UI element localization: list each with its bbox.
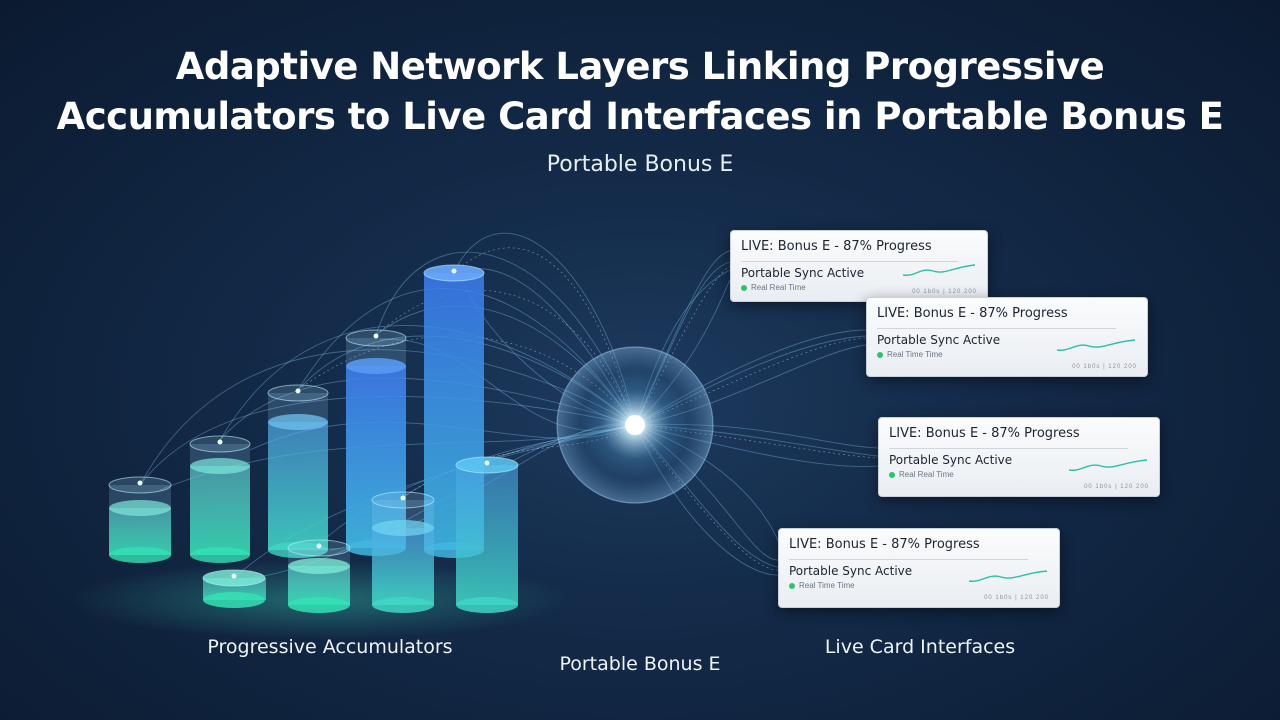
live-card: LIVE: Bonus E - 87% Progress Portable Sy… bbox=[778, 528, 1060, 608]
card-axis-ticks: 00 1b0s | 120 200 bbox=[984, 595, 1049, 601]
card-divider bbox=[741, 261, 959, 262]
live-card: LIVE: Bonus E - 87% Progress Portable Sy… bbox=[878, 417, 1160, 497]
live-cards-caption: Live Card Interfaces bbox=[824, 636, 1016, 658]
accumulators-caption: Progressive Accumulators bbox=[207, 636, 453, 658]
card-axis-ticks: 00 1b0s | 120 200 bbox=[1084, 484, 1149, 490]
accumulator-cylinder bbox=[202, 569, 266, 608]
accumulator-cylinders bbox=[108, 264, 519, 613]
hub-caption: Portable Bonus E bbox=[559, 653, 721, 675]
accumulator-cylinder bbox=[108, 476, 172, 563]
accumulator-cylinder bbox=[287, 539, 351, 613]
card-sync-label: Portable Sync Active bbox=[877, 333, 1001, 347]
card-header: LIVE: Bonus E - 87% Progress bbox=[741, 239, 932, 254]
card-sparkline bbox=[1069, 459, 1147, 471]
card-axis-ticks: 00 1b0s | 120 200 bbox=[1072, 364, 1137, 370]
card-sparkline bbox=[1057, 339, 1135, 351]
accumulator-cylinder bbox=[267, 384, 329, 558]
card-status-text: Real Real Time bbox=[751, 283, 806, 292]
card-header: LIVE: Bonus E - 87% Progress bbox=[789, 537, 980, 552]
status-dot bbox=[789, 582, 795, 589]
hub-orb bbox=[556, 346, 714, 504]
card-sparkline bbox=[903, 264, 975, 276]
status-dot bbox=[877, 351, 883, 358]
card-divider bbox=[877, 328, 1117, 329]
card-status-text: Real Real Time bbox=[899, 470, 954, 479]
card-sync-label: Portable Sync Active bbox=[889, 453, 1013, 467]
card-status: Real Real Time bbox=[889, 470, 1149, 479]
card-divider bbox=[889, 448, 1129, 449]
live-card: LIVE: Bonus E - 87% Progress Portable Sy… bbox=[866, 297, 1148, 377]
card-axis-ticks: 00 1b0s | 120 200 bbox=[912, 289, 977, 295]
title-line-1: Adaptive Network Layers Linking Progress… bbox=[175, 45, 1105, 88]
card-header: LIVE: Bonus E - 87% Progress bbox=[877, 306, 1068, 321]
hub-core bbox=[625, 415, 645, 435]
card-status-text: Real Time Time bbox=[799, 581, 855, 590]
accumulator-cylinder bbox=[455, 456, 519, 613]
status-dot bbox=[741, 284, 747, 291]
title-line-2: Accumulators to Live Card Interfaces in … bbox=[56, 95, 1224, 138]
accumulator-cylinder bbox=[371, 491, 435, 613]
card-sync-label: Portable Sync Active bbox=[741, 266, 865, 280]
card-status: Real Real Time bbox=[741, 283, 977, 292]
page-subtitle: Portable Bonus E bbox=[546, 152, 734, 177]
accumulator-cylinder bbox=[189, 435, 251, 563]
live-card: LIVE: Bonus E - 87% Progress Portable Sy… bbox=[730, 230, 988, 302]
connection-nodes bbox=[137, 268, 490, 579]
card-header: LIVE: Bonus E - 87% Progress bbox=[889, 426, 1080, 441]
card-status-text: Real Time Time bbox=[887, 350, 943, 359]
page-title: Adaptive Network Layers Linking Progress… bbox=[0, 42, 1280, 142]
card-status: Real Time Time bbox=[789, 581, 1049, 590]
card-sparkline bbox=[969, 570, 1047, 582]
card-sync-label: Portable Sync Active bbox=[789, 564, 913, 578]
status-dot bbox=[889, 471, 895, 478]
card-status: Real Time Time bbox=[877, 350, 1137, 359]
card-divider bbox=[789, 559, 1029, 560]
